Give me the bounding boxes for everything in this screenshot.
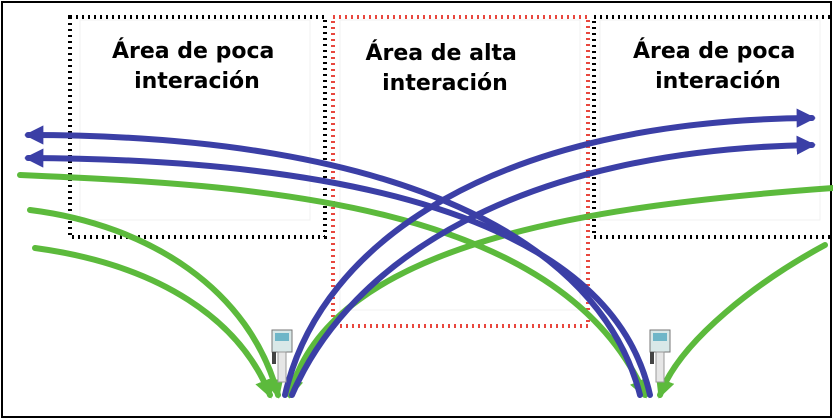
kiosk-icon bbox=[649, 329, 671, 383]
zone-left-label-line1: Área de poca bbox=[112, 38, 274, 64]
green-arrow-right-long bbox=[284, 185, 833, 399]
zone-center-label-line1: Área de alta bbox=[365, 40, 516, 66]
kiosk-icon bbox=[271, 329, 293, 383]
zone-left-label: Área de poca interación bbox=[112, 38, 282, 94]
zone-center-label-line2: interación bbox=[382, 71, 508, 96]
green-arrows bbox=[17, 172, 833, 399]
zone-left-label-line2: interación bbox=[134, 69, 260, 94]
green-arrow-top-long bbox=[17, 172, 648, 399]
green-arrow-middle-left bbox=[27, 207, 284, 399]
green-arrow-lower-left bbox=[32, 245, 274, 399]
background-texture bbox=[79, 19, 821, 311]
blue-arrow-to-left-2 bbox=[24, 148, 653, 398]
zone-right-label: Área de poca interación bbox=[633, 38, 803, 94]
zone-center-label: Área de alta interación bbox=[365, 40, 524, 96]
blue-arrow-to-right-2 bbox=[289, 135, 816, 398]
blue-arrow-to-left-1 bbox=[24, 125, 643, 398]
blue-arrows bbox=[24, 108, 816, 398]
zone-right-label-line2: interación bbox=[655, 69, 781, 94]
zone-right-label-line1: Área de poca bbox=[633, 38, 795, 64]
green-arrow-right-short bbox=[656, 242, 828, 399]
zone-left-box bbox=[68, 15, 327, 239]
blue-arrow-to-right-1 bbox=[282, 108, 816, 398]
